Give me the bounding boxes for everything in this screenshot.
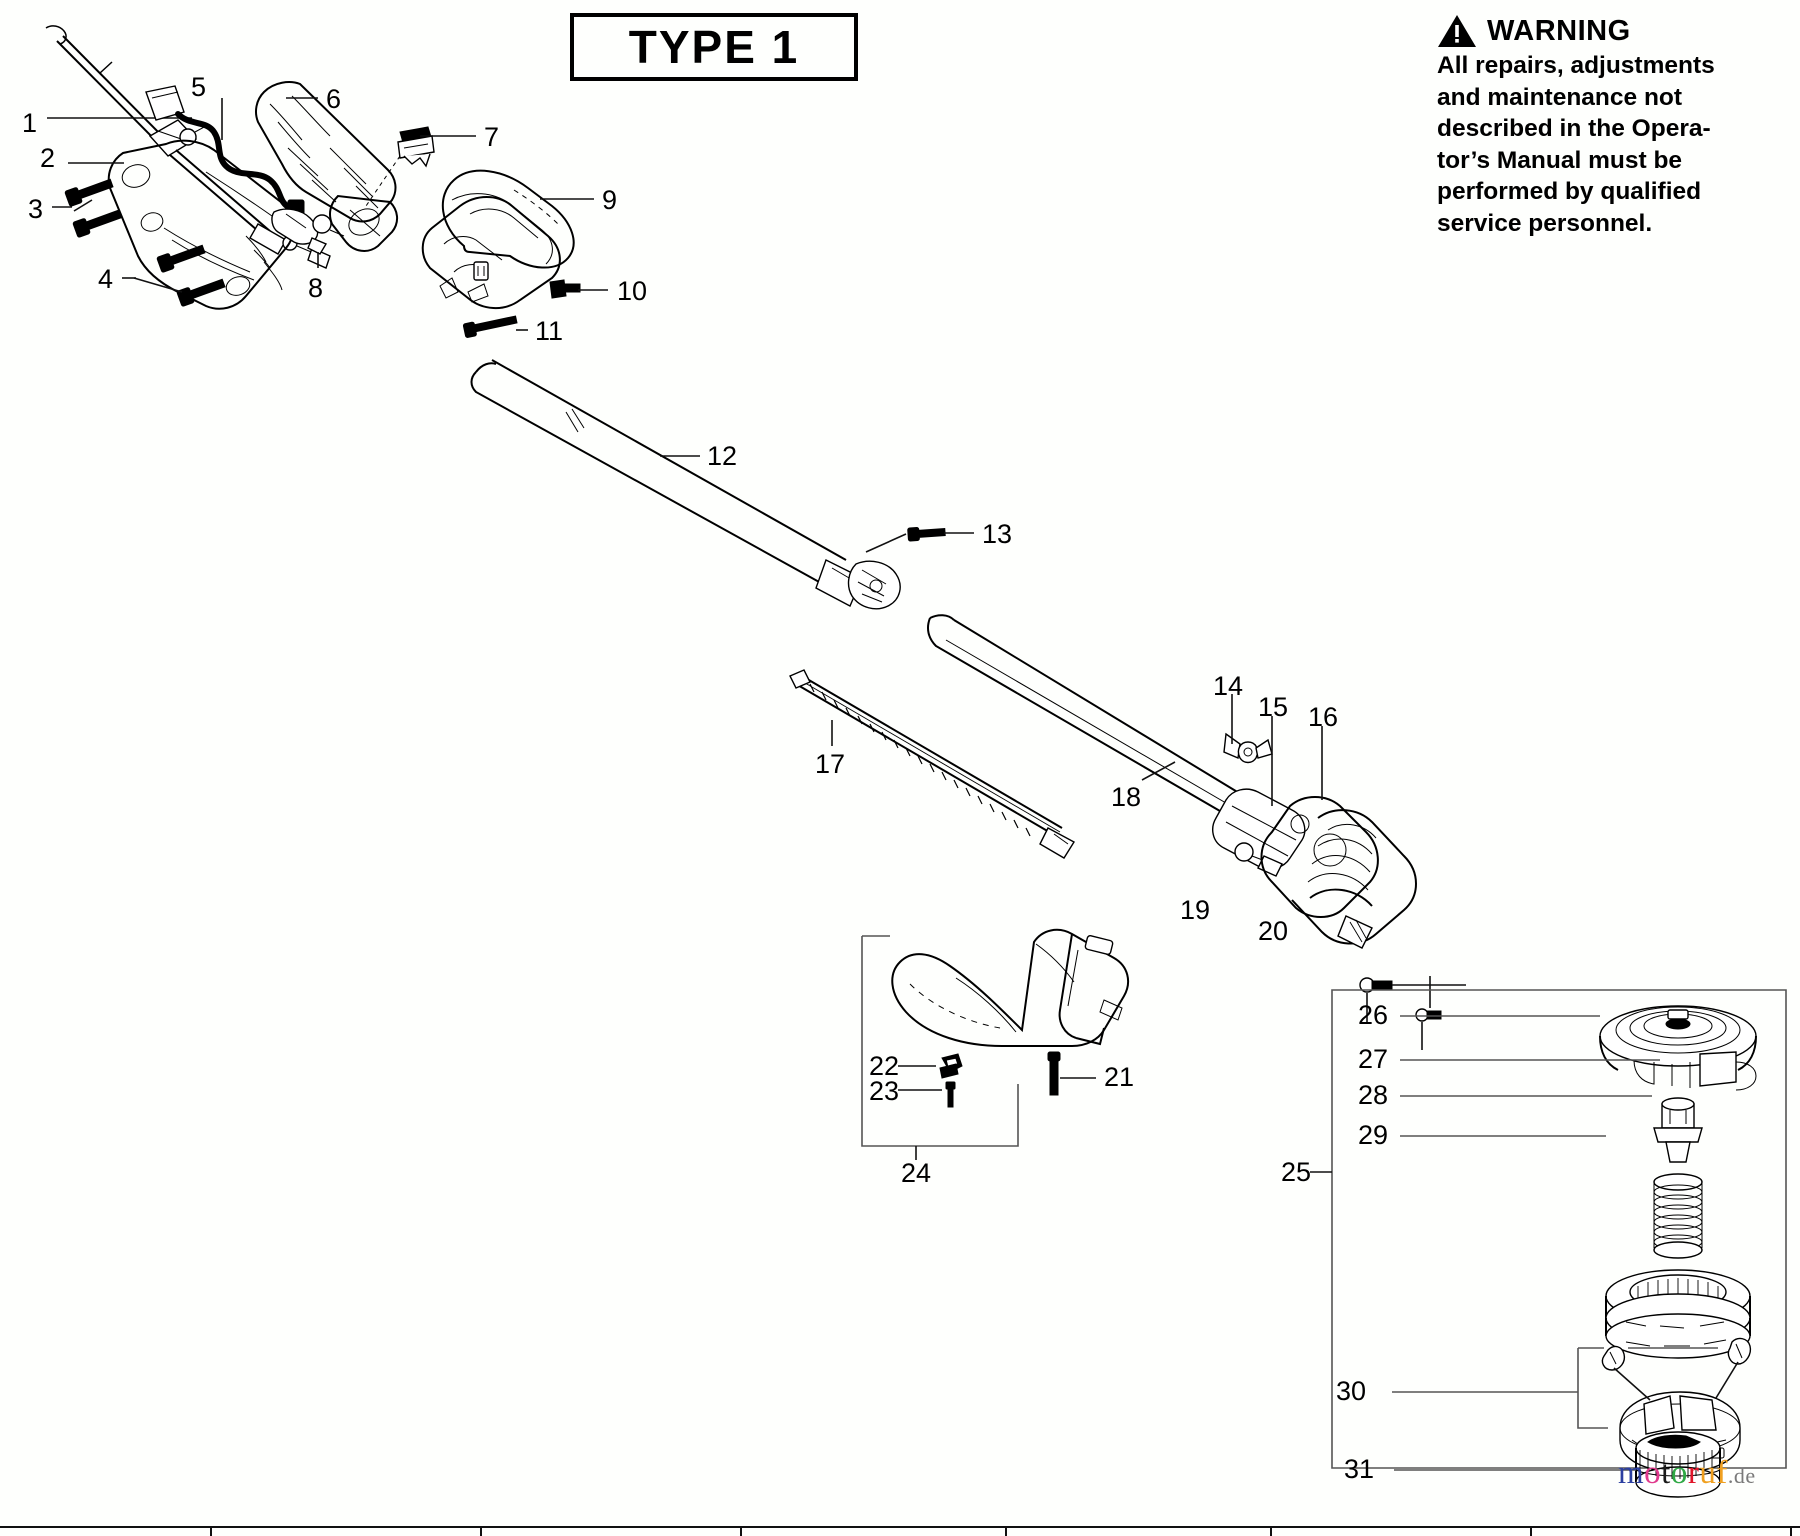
- callout-18: 18: [1111, 782, 1142, 812]
- part-screws-upper-art: [64, 178, 122, 238]
- callout-22: 22: [869, 1051, 900, 1081]
- callout-6: 6: [326, 84, 342, 114]
- callout-26: 26: [1358, 1000, 1389, 1030]
- part-line-spool-art: [1605, 1269, 1751, 1359]
- callout-9: 9: [602, 185, 618, 215]
- callout-3: 3: [28, 194, 44, 224]
- part-head-housing-art: [1577, 1337, 1752, 1473]
- part-assist-loop-handle-art: [421, 169, 575, 309]
- watermark-suffix: .de: [1727, 1463, 1756, 1488]
- warning-header: WARNING: [1437, 14, 1789, 48]
- warning-line: and maintenance not: [1437, 83, 1683, 111]
- part-throttle-trigger-art: [271, 208, 345, 268]
- part-handle-screw-art: [462, 315, 518, 338]
- callout-19: 19: [1180, 895, 1211, 925]
- watermark-letter: o: [1670, 1455, 1688, 1491]
- part-coupler-screw-art: [865, 526, 946, 553]
- footer-rule: [0, 1526, 1800, 1536]
- part-shield-screw-art: [1047, 1051, 1061, 1096]
- part-wing-nut-art: [1223, 732, 1273, 764]
- type-title-box: TYPE 1: [570, 13, 858, 81]
- footer-tick: [1270, 1528, 1272, 1536]
- callout-8: 8: [308, 273, 324, 303]
- callout-20: 20: [1258, 916, 1289, 946]
- callout-17: 17: [815, 749, 846, 779]
- callout-1: 1: [22, 108, 38, 138]
- motoruf-watermark: motoruf.de: [1618, 1455, 1756, 1492]
- callout-14: 14: [1213, 671, 1244, 701]
- callout-11: 11: [535, 316, 564, 346]
- part-shield-bolt-art: [945, 1081, 956, 1108]
- callout-27: 27: [1358, 1044, 1389, 1074]
- shield-assembly-bracket: [861, 935, 1019, 1160]
- part-shield-clip-nut-art: [939, 1053, 963, 1079]
- callout-10: 10: [617, 276, 648, 306]
- part-ignition-wire-art: [145, 85, 305, 217]
- part-shaft-coupler-art: [1212, 788, 1306, 877]
- watermark-letter: u: [1699, 1455, 1717, 1491]
- callout-4: 4: [98, 264, 114, 294]
- footer-tick: [1530, 1528, 1532, 1536]
- part-stop-switch-art: [365, 126, 435, 207]
- callout-23: 23: [869, 1076, 900, 1106]
- watermark-letter: r: [1687, 1455, 1700, 1491]
- footer-tick: [480, 1528, 482, 1536]
- warning-title: WARNING: [1487, 14, 1631, 47]
- part-spool-cover-art: [1599, 1005, 1757, 1091]
- part-handle-bolt-art: [549, 279, 581, 299]
- warning-body: All repairs, adjustments and maintenance…: [1437, 50, 1789, 240]
- warning-line: described in the Opera-: [1437, 115, 1711, 143]
- callout-5: 5: [191, 72, 207, 102]
- warning-triangle-icon: [1437, 14, 1477, 48]
- callout-13: 13: [982, 519, 1013, 549]
- part-lower-shaft-housing-art: [927, 614, 1245, 819]
- callout-29: 29: [1358, 1120, 1389, 1150]
- callout-12: 12: [707, 441, 738, 471]
- watermark-letter: t: [1661, 1455, 1671, 1491]
- part-debris-shield-art: [891, 928, 1130, 1047]
- callout-21: 21: [1104, 1062, 1135, 1092]
- callout-7: 7: [484, 122, 500, 152]
- warning-notice: WARNING All repairs, adjustments and mai…: [1437, 14, 1789, 240]
- watermark-letter: f: [1716, 1455, 1728, 1491]
- footer-tick: [1790, 1528, 1792, 1536]
- callout-2: 2: [40, 143, 56, 173]
- callout-15: 15: [1258, 692, 1289, 722]
- callout-28: 28: [1358, 1080, 1389, 1110]
- watermark-letter: m: [1618, 1455, 1645, 1491]
- callout-31: 31: [1344, 1454, 1375, 1484]
- callout-16: 16: [1308, 702, 1339, 732]
- part-set-screw-art: [1415, 976, 1442, 1050]
- warning-line: performed by qualified: [1437, 178, 1702, 206]
- warning-line: tor’s Manual must be: [1437, 146, 1683, 174]
- callout-24: 24: [901, 1158, 932, 1188]
- part-head-bolt-art: [1653, 1097, 1703, 1163]
- footer-tick: [210, 1528, 212, 1536]
- warning-line: service personnel.: [1437, 209, 1653, 237]
- part-head-spring-art: [1653, 1173, 1703, 1259]
- part-handle-housing-art: [107, 139, 295, 310]
- callout-25: 25: [1281, 1157, 1312, 1187]
- part-throttle-cable-art: [45, 25, 331, 269]
- footer-tick: [740, 1528, 742, 1536]
- watermark-letter: o: [1644, 1455, 1662, 1491]
- callout-30: 30: [1336, 1376, 1367, 1406]
- warning-line: All repairs, adjustments: [1437, 52, 1715, 79]
- type-title-label: TYPE 1: [628, 21, 800, 73]
- part-upper-shaft-tube-art: [470, 359, 901, 610]
- footer-tick: [1005, 1528, 1007, 1536]
- part-screws-lower-art: [133, 244, 226, 307]
